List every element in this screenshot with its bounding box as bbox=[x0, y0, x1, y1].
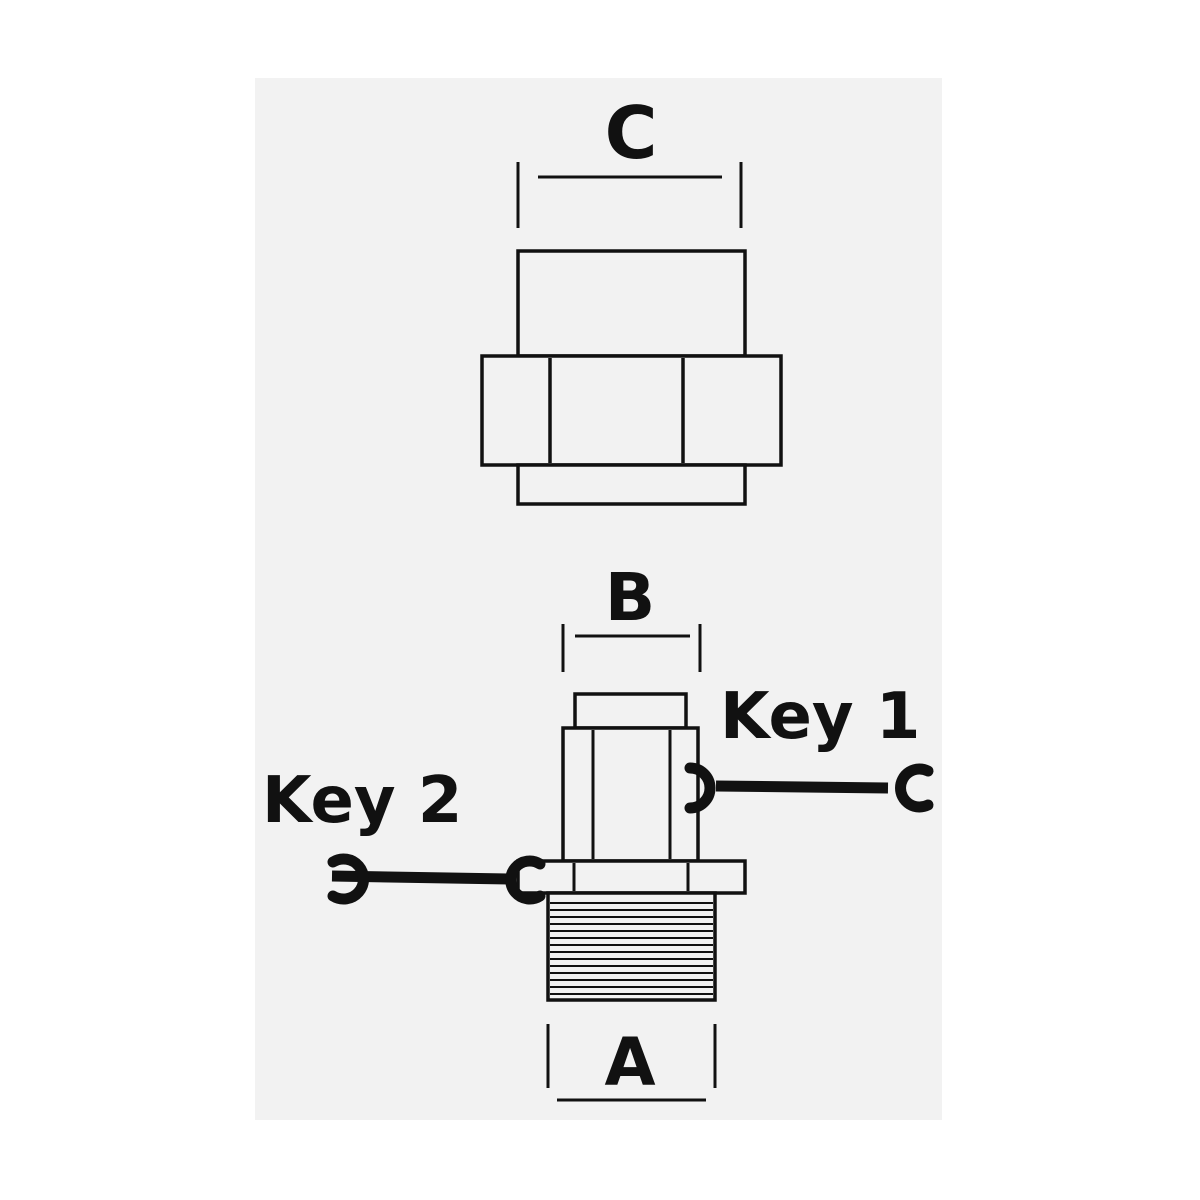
body-flange bbox=[516, 859, 747, 895]
key-2-wrench-jaw-far bbox=[327, 853, 369, 905]
key-2-wrench-jaw-near bbox=[505, 855, 546, 905]
body-top-cap bbox=[573, 692, 688, 730]
hex-nut bbox=[480, 354, 783, 467]
body-hex-section bbox=[561, 726, 700, 863]
body-fitting bbox=[516, 692, 747, 1002]
dimension-c: C bbox=[516, 91, 743, 228]
dimension-b: B bbox=[561, 559, 702, 672]
key-1-label: Key 1 bbox=[720, 680, 920, 754]
key-2-wrench: Key 2 bbox=[262, 764, 546, 905]
key-1-wrench: Key 1 bbox=[684, 680, 934, 814]
upper-sleeve bbox=[516, 249, 747, 358]
thread-lines bbox=[550, 902, 713, 995]
union-nut-assembly bbox=[480, 249, 783, 506]
key-1-wrench-handle bbox=[715, 780, 889, 794]
dimension-a-label: A bbox=[604, 1024, 655, 1101]
key-2-label: Key 2 bbox=[262, 764, 462, 838]
dimension-a: A bbox=[546, 1024, 717, 1102]
dimension-b-label: B bbox=[605, 559, 655, 636]
key-1-wrench-jaw-near bbox=[684, 762, 716, 814]
dimension-c-label: C bbox=[605, 91, 658, 175]
key-1-wrench-jaw-far bbox=[895, 763, 934, 813]
lower-collar bbox=[516, 463, 747, 506]
